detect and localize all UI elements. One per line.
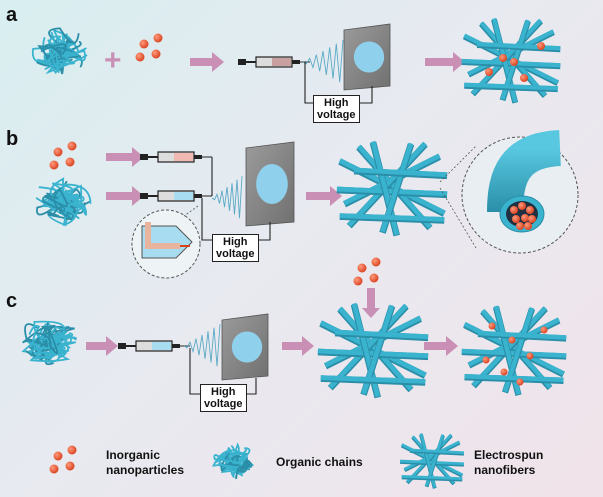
nanoparticle: [520, 74, 528, 82]
nanoparticle: [49, 160, 59, 170]
nanoparticle: [67, 141, 77, 151]
organic-chain-ball-a: [31, 27, 88, 75]
core-shell-fiber-zoom: [439, 130, 579, 254]
nanoparticle: [139, 39, 149, 49]
nanoparticle: [53, 451, 63, 461]
arrow-a2: [425, 52, 465, 72]
nanoparticle: [526, 352, 534, 360]
fiber-mat-c-bare: [317, 302, 429, 399]
nanoparticle: [510, 206, 518, 214]
nanoparticle: [540, 326, 548, 334]
legend-organic-label: Organic chains: [276, 455, 363, 469]
nanoparticle: [516, 378, 524, 386]
organic-chain-ball-b: [35, 177, 92, 227]
arrow-c3: [424, 336, 458, 356]
syringe-c: [118, 340, 190, 352]
nanoparticle: [65, 461, 75, 471]
jet-a: [302, 39, 344, 83]
legend-nanoparticle-icon: [49, 445, 77, 474]
syringe-b-top: [140, 151, 212, 163]
syringe-b-bottom: [140, 190, 212, 202]
nanoparticle: [53, 147, 63, 157]
high-voltage-box-a: High voltage: [313, 95, 360, 123]
plus-sign: +: [104, 44, 122, 77]
nanoparticle: [371, 257, 381, 267]
wire-c-right: [244, 378, 257, 395]
nanoparticle: [485, 68, 493, 76]
nanoparticle: [49, 464, 59, 474]
arrow-c-down: [362, 288, 380, 318]
syringe-a: [238, 56, 310, 68]
fiber-mat-b: [336, 140, 448, 237]
nanoparticle: [528, 215, 536, 223]
nanoparticle: [482, 356, 490, 364]
nanoparticle: [135, 52, 145, 62]
collector-c: [221, 313, 269, 381]
wire-b-left: [201, 198, 212, 241]
legend-inorganic-label: Inorganic nanoparticles: [106, 448, 185, 477]
nanoparticle: [516, 222, 524, 230]
nanoparticle-cluster-c: [353, 257, 381, 286]
nanoparticle: [488, 322, 496, 330]
collector-b: [245, 141, 295, 227]
collector-a: [343, 23, 391, 91]
nanoparticle: [65, 157, 75, 167]
nanoparticle: [537, 42, 545, 50]
nanoparticle: [510, 58, 518, 66]
nanoparticle: [524, 222, 532, 230]
nanoparticle: [153, 33, 163, 43]
nanoparticle: [499, 54, 507, 62]
arrow-b3: [306, 186, 342, 206]
wire-c-left: [189, 348, 200, 395]
coaxial-nozzle-inset: [131, 205, 201, 279]
nanoparticle: [357, 263, 367, 273]
high-voltage-box-b: High voltage: [212, 234, 259, 262]
nanoparticle: [512, 215, 520, 223]
panel-label-c: c: [6, 290, 18, 312]
wire-b-right: [256, 222, 271, 241]
legend-fiber-mat-icon: [400, 433, 464, 489]
nanoparticle: [369, 273, 379, 283]
legend-electrospun-label: Electrospun nanofibers: [474, 448, 544, 477]
wire-a-right: [356, 86, 373, 104]
nanoparticle: [508, 336, 516, 344]
organic-chain-ball-c: [21, 320, 77, 366]
nanoparticle-cluster-a: [135, 33, 163, 62]
jet-b: [211, 175, 243, 219]
arrow-b2: [106, 186, 144, 206]
arrow-b1: [106, 147, 144, 167]
wire-a-left: [304, 62, 313, 104]
arrow-a1: [190, 52, 224, 72]
nanoparticle: [500, 368, 508, 376]
panel-label-b: b: [6, 128, 19, 150]
nanoparticle: [67, 445, 77, 455]
nanoparticle: [151, 49, 161, 59]
arrow-c2: [282, 336, 314, 356]
fiber-mat-c-loaded: [461, 305, 567, 396]
nanoparticle-cluster-b: [49, 141, 77, 170]
high-voltage-box-c: High voltage: [200, 384, 247, 412]
jet-c: [183, 323, 221, 367]
panel-label-a: a: [6, 4, 18, 26]
arrow-c1: [86, 336, 118, 356]
legend-organic-chain-icon: [211, 442, 254, 480]
nanoparticle: [518, 202, 526, 210]
nanoparticle: [526, 206, 534, 214]
nanoparticle: [521, 214, 529, 222]
nanoparticle: [353, 276, 363, 286]
